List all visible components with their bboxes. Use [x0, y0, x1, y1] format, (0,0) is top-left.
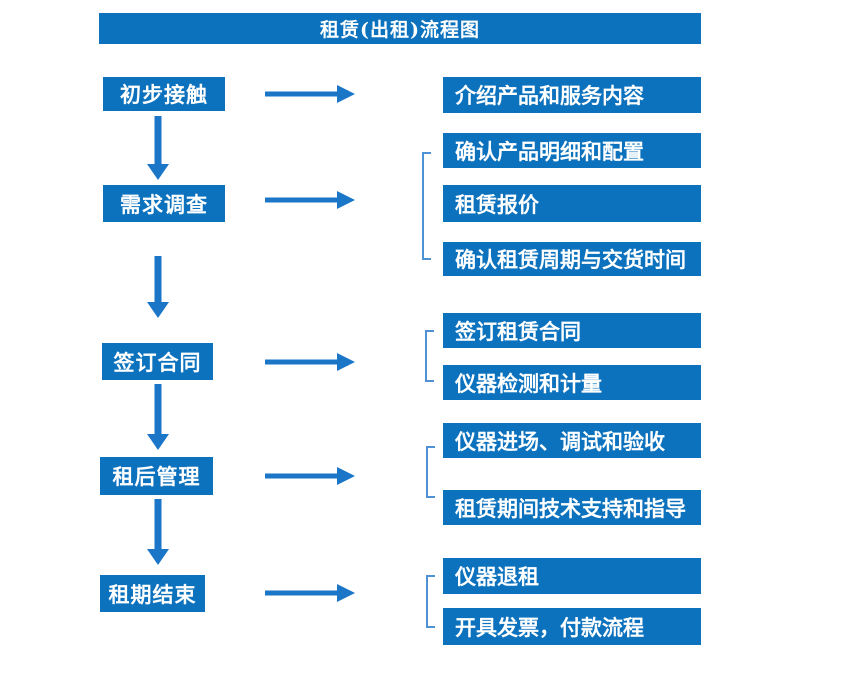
detail-instrument-entry-acceptance: 仪器进场、调试和验收	[443, 423, 701, 458]
detail-sign-rental-contract: 签订租赁合同	[443, 313, 701, 348]
detail-confirm-period-delivery: 确认租赁周期与交货时间	[443, 242, 701, 276]
right-arrow-icon	[265, 191, 355, 209]
step-rental-end: 租期结束	[100, 575, 205, 612]
step-sign-contract: 签订合同	[102, 343, 213, 380]
step-post-rental-management: 租后管理	[100, 457, 213, 495]
detail-invoice-payment: 开具发票，付款流程	[443, 608, 701, 645]
down-arrow-icon	[146, 116, 170, 180]
down-arrow-icon	[146, 499, 170, 565]
right-arrow-icon	[265, 353, 355, 371]
detail-instrument-inspection: 仪器检测和计量	[443, 365, 701, 400]
step-demand-survey: 需求调查	[103, 185, 225, 222]
detail-introduce-products: 介绍产品和服务内容	[443, 77, 701, 113]
detail-technical-support: 租赁期间技术支持和指导	[443, 490, 701, 525]
group-bracket	[426, 446, 435, 498]
step-initial-contact: 初步接触	[103, 77, 225, 111]
flowchart-title: 租赁(出租)流程图	[99, 13, 701, 44]
detail-confirm-product-config: 确认产品明细和配置	[443, 133, 701, 168]
detail-rental-quotation: 租赁报价	[443, 185, 701, 222]
right-arrow-icon	[265, 584, 355, 602]
right-arrow-icon	[265, 85, 355, 103]
down-arrow-icon	[146, 384, 170, 450]
group-bracket	[426, 575, 435, 628]
group-bracket	[425, 330, 434, 382]
right-arrow-icon	[265, 467, 355, 485]
group-bracket	[422, 152, 431, 260]
down-arrow-icon	[146, 256, 170, 318]
detail-instrument-return: 仪器退租	[443, 558, 701, 594]
